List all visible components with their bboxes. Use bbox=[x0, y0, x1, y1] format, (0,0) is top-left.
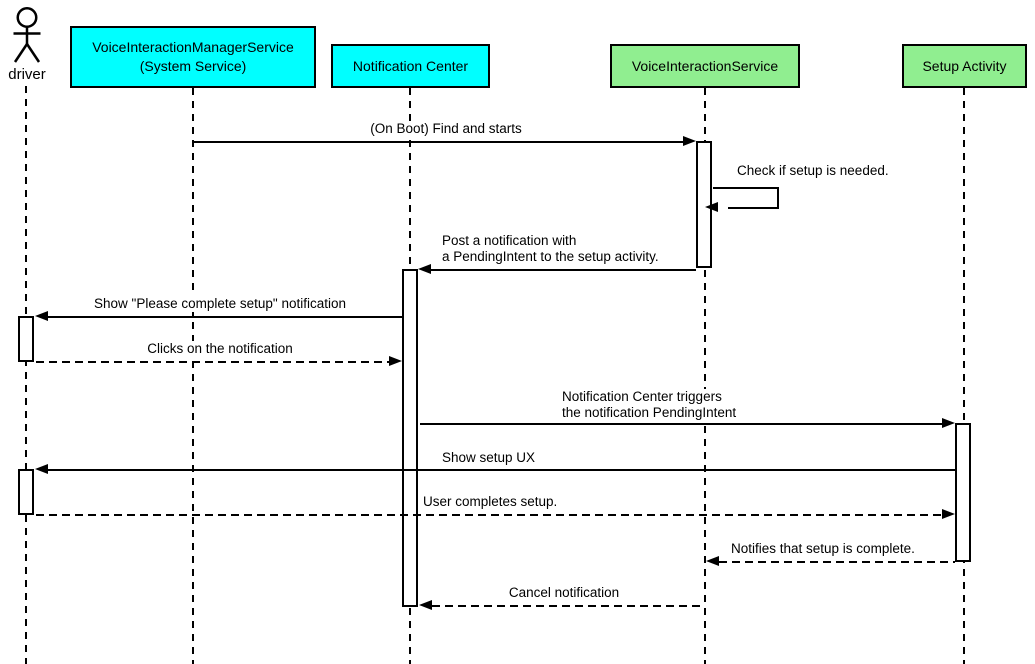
lifeline-driver bbox=[25, 86, 27, 664]
message-label: Cancel notification bbox=[462, 585, 666, 601]
message-line-self-check-setup-out bbox=[713, 187, 779, 189]
arrowhead-icon bbox=[389, 356, 402, 366]
message-label-line2: the notification PendingIntent bbox=[562, 405, 737, 420]
message-label-line1: Notification Center triggers bbox=[562, 389, 722, 404]
message-label: Post a notification with a PendingIntent… bbox=[440, 233, 661, 265]
activation-driver-1 bbox=[18, 316, 34, 362]
arrowhead-icon bbox=[942, 418, 955, 428]
message-line-cancel-notification bbox=[432, 605, 705, 607]
lifeline-voice-interaction-service bbox=[704, 88, 706, 664]
message-line-notifies-setup-complete bbox=[719, 561, 955, 563]
message-line-on-boot-find-and-starts bbox=[193, 141, 684, 143]
activation-setup-activity bbox=[955, 423, 971, 562]
lifeline-setup-activity bbox=[963, 88, 965, 664]
message-line-post-notification bbox=[431, 269, 696, 271]
message-label: Clicks on the notification bbox=[68, 341, 372, 357]
participant-box-voice-interaction-service: VoiceInteractionService bbox=[610, 44, 800, 88]
message-label: (On Boot) Find and starts bbox=[294, 121, 598, 137]
participant-box-setup-activity: Setup Activity bbox=[902, 44, 1027, 88]
participant-label: Notification Center bbox=[352, 57, 469, 74]
activation-driver-2 bbox=[18, 469, 34, 515]
message-label-line1: Post a notification with bbox=[442, 233, 577, 248]
activation-notification-center bbox=[402, 269, 418, 607]
participant-sublabel: (System Service) bbox=[139, 58, 247, 74]
message-line-show-setup-notification bbox=[48, 316, 402, 318]
message-label: Show setup UX bbox=[440, 450, 538, 466]
participant-label: VoiceInteractionService bbox=[631, 57, 779, 74]
participant-box-voice-interaction-manager-service: VoiceInteractionManagerService (System S… bbox=[70, 26, 316, 88]
arrowhead-icon bbox=[942, 509, 955, 519]
message-line-clicks-notification bbox=[36, 361, 389, 363]
arrowhead-icon bbox=[683, 136, 696, 146]
actor-driver-label: driver bbox=[8, 66, 46, 83]
lifeline-voice-interaction-manager-service bbox=[192, 88, 194, 664]
participant-box-notification-center: Notification Center bbox=[331, 44, 490, 88]
message-line-self-check-setup-down bbox=[777, 187, 779, 209]
message-line-show-setup-ux bbox=[48, 469, 955, 471]
message-label: Check if setup is needed. bbox=[735, 163, 891, 179]
arrowhead-icon bbox=[418, 264, 431, 274]
arrowhead-icon bbox=[35, 311, 48, 321]
message-label: User completes setup. bbox=[421, 494, 560, 510]
arrowhead-icon bbox=[705, 202, 718, 212]
arrowhead-icon bbox=[706, 556, 719, 566]
message-label: Notification Center triggers the notific… bbox=[560, 389, 739, 421]
actor-driver-icon bbox=[13, 7, 41, 63]
message-label: Show "Please complete setup" notificatio… bbox=[68, 296, 372, 312]
message-line-triggers-pendingintent bbox=[420, 423, 943, 425]
participant-label: VoiceInteractionManagerService bbox=[92, 39, 294, 55]
message-label-line2: a PendingIntent to the setup activity. bbox=[442, 249, 659, 264]
arrowhead-icon bbox=[419, 600, 432, 610]
message-line-self-check-setup-back bbox=[728, 207, 779, 209]
participant-label: Setup Activity bbox=[922, 57, 1007, 74]
arrowhead-icon bbox=[35, 464, 48, 474]
message-line-user-completes-setup bbox=[36, 514, 943, 516]
message-label: Notifies that setup is complete. bbox=[729, 541, 917, 557]
